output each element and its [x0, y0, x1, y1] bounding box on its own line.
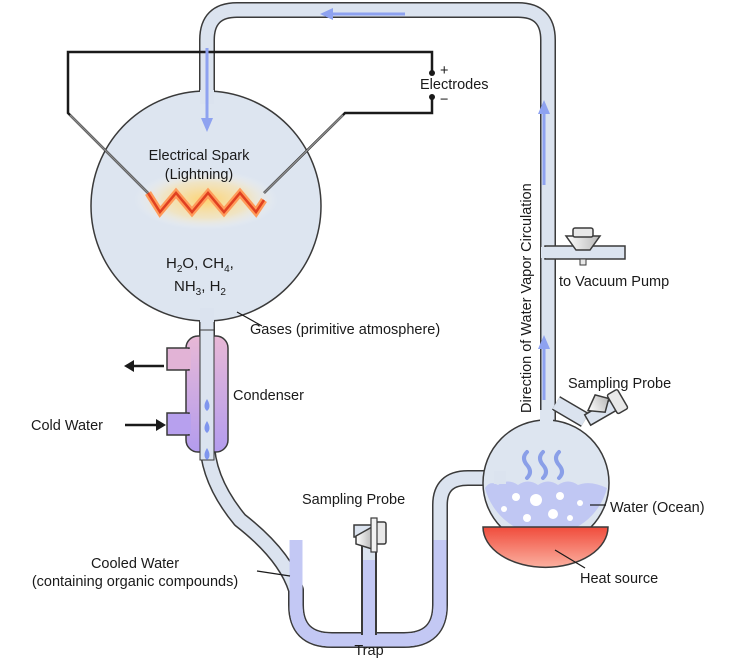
leader-lines	[236, 311, 606, 577]
chem-line2-part-0: NH	[174, 278, 196, 295]
electrode-plus-sign: +	[440, 63, 448, 79]
cooled-water-label-line1: Cooled Water	[91, 556, 179, 572]
heat-source	[482, 526, 609, 569]
chem-line1-part-0: H	[166, 255, 177, 272]
chemicals-line1: H2O, CH4,	[166, 255, 234, 275]
water-droplets	[204, 399, 210, 460]
sampling-probe-right-valve	[583, 389, 629, 427]
chem-line2-part-1: , H	[201, 278, 220, 295]
flow-arrows	[201, 8, 550, 400]
sampling-probe-left-label: Sampling Probe	[302, 492, 405, 508]
spark-label-line1: Electrical Spark	[149, 148, 250, 164]
water-ocean-label: Water (Ocean)	[610, 500, 705, 516]
spark-label-line2: (Lightning)	[165, 167, 234, 183]
chem-line2-sub-1: 2	[220, 287, 226, 298]
condenser-label: Condenser	[233, 388, 304, 404]
chem-line1-part-2: ,	[230, 255, 234, 272]
chem-line1-sub-0: 2	[177, 264, 183, 275]
chemicals-line2: NH3, H2	[174, 278, 226, 298]
gases-label: Gases (primitive atmosphere)	[250, 322, 440, 338]
vacuum-port	[541, 227, 626, 266]
condenser	[166, 329, 229, 461]
trap-label: Trap	[354, 643, 383, 659]
cold-water-label: Cold Water	[31, 418, 103, 434]
glass-tubing	[199, 2, 556, 648]
electrode-plus-terminal	[429, 70, 435, 76]
chem-line1-sub-1: 4	[224, 264, 230, 275]
electrode-minus-terminal	[429, 94, 435, 100]
electrodes-label: Electrodes	[420, 77, 489, 93]
steam-wisps	[522, 450, 564, 480]
condenser-outlet-arrow	[124, 360, 164, 372]
chem-line1-part-1: O, CH	[182, 255, 224, 272]
heat-source-label: Heat source	[580, 571, 658, 587]
electrode-wires-inner	[69, 114, 344, 194]
sampling-probe-left-valve	[353, 517, 387, 553]
vacuum-pump-label: to Vacuum Pump	[559, 274, 669, 290]
chem-line2-sub-0: 3	[196, 287, 202, 298]
electrode-minus-sign: −	[440, 92, 448, 108]
sampling-probe-right-label: Sampling Probe	[568, 376, 671, 392]
spark-zigzag	[145, 187, 267, 218]
cold-water-inlet-arrow	[125, 419, 166, 431]
circulation-label: Direction of Water Vapor Circulation	[519, 183, 535, 413]
cooled-water-label-line2: (containing organic compounds)	[32, 574, 238, 590]
